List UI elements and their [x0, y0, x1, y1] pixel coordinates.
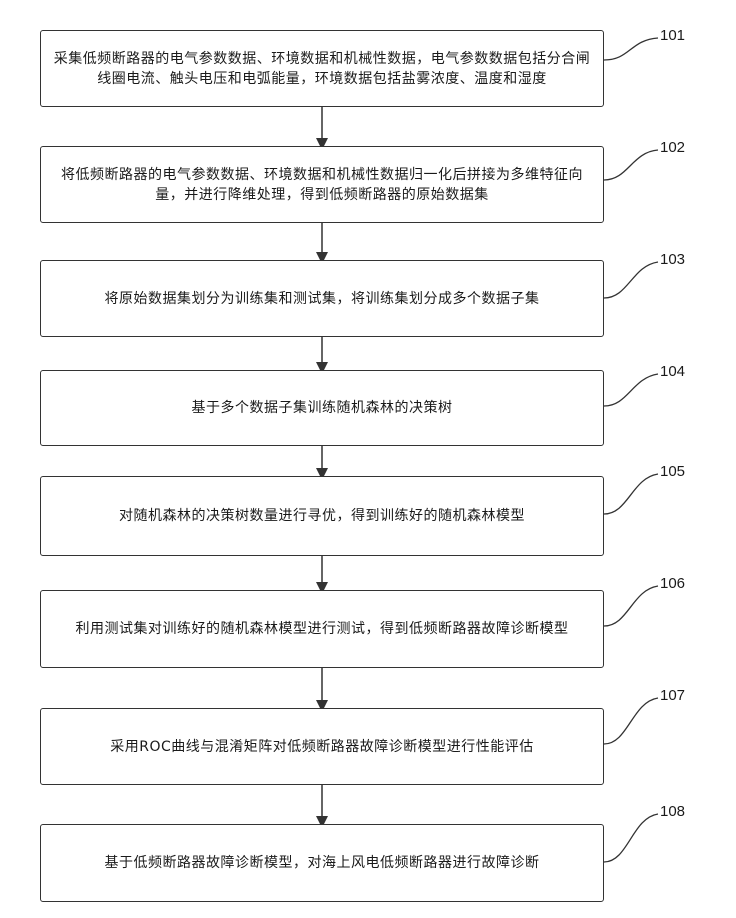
step-number-107: 107: [660, 687, 685, 704]
step-text-106: 利用测试集对训练好的随机森林模型进行测试，得到低频断路器故障诊断模型: [76, 619, 569, 639]
leader-103: [604, 262, 658, 298]
step-box-105: 对随机森林的决策树数量进行寻优，得到训练好的随机森林模型: [40, 476, 604, 556]
step-number-108: 108: [660, 803, 685, 820]
step-box-102: 将低频断路器的电气参数数据、环境数据和机械性数据归一化后拼接为多维特征向量，并进…: [40, 146, 604, 223]
step-text-103: 将原始数据集划分为训练集和测试集，将训练集划分成多个数据子集: [105, 289, 540, 309]
step-text-102: 将低频断路器的电气参数数据、环境数据和机械性数据归一化后拼接为多维特征向量，并进…: [51, 165, 593, 205]
step-text-105: 对随机森林的决策树数量进行寻优，得到训练好的随机森林模型: [119, 506, 525, 526]
leader-107: [604, 698, 658, 744]
leader-108: [604, 814, 658, 862]
step-box-106: 利用测试集对训练好的随机森林模型进行测试，得到低频断路器故障诊断模型: [40, 590, 604, 668]
step-text-101: 采集低频断路器的电气参数数据、环境数据和机械性数据，电气参数数据包括分合闸线圈电…: [51, 49, 593, 89]
step-box-108: 基于低频断路器故障诊断模型，对海上风电低频断路器进行故障诊断: [40, 824, 604, 902]
step-text-107: 采用ROC曲线与混淆矩阵对低频断路器故障诊断模型进行性能评估: [110, 737, 534, 757]
step-number-104: 104: [660, 363, 685, 380]
step-number-105: 105: [660, 463, 685, 480]
step-number-106: 106: [660, 575, 685, 592]
leader-102: [604, 150, 658, 180]
step-number-101: 101: [660, 27, 685, 44]
step-box-103: 将原始数据集划分为训练集和测试集，将训练集划分成多个数据子集: [40, 260, 604, 337]
leader-106: [604, 586, 658, 626]
step-text-108: 基于低频断路器故障诊断模型，对海上风电低频断路器进行故障诊断: [105, 853, 540, 873]
leader-101: [604, 38, 658, 60]
leader-105: [604, 474, 658, 514]
leader-104: [604, 374, 658, 406]
step-number-102: 102: [660, 139, 685, 156]
step-box-101: 采集低频断路器的电气参数数据、环境数据和机械性数据，电气参数数据包括分合闸线圈电…: [40, 30, 604, 107]
step-text-104: 基于多个数据子集训练随机森林的决策树: [192, 398, 453, 418]
step-box-104: 基于多个数据子集训练随机森林的决策树: [40, 370, 604, 446]
step-number-103: 103: [660, 251, 685, 268]
step-box-107: 采用ROC曲线与混淆矩阵对低频断路器故障诊断模型进行性能评估: [40, 708, 604, 785]
